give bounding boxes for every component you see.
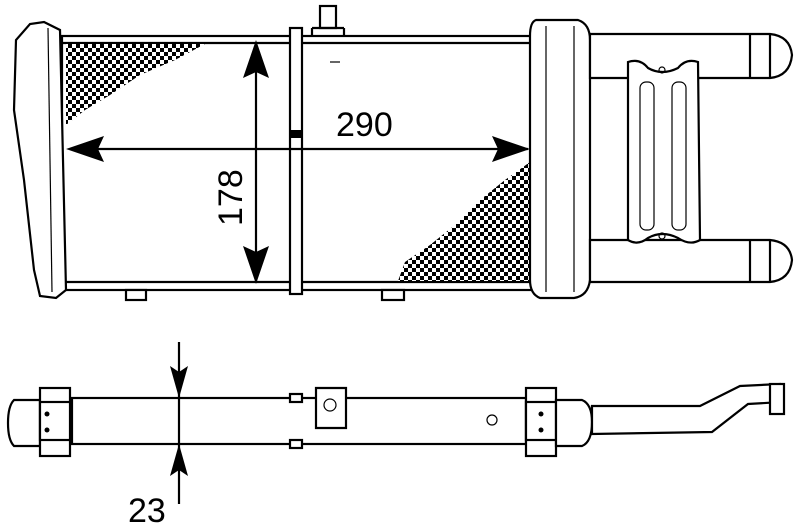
right-tank (528, 18, 592, 300)
side-core (70, 396, 528, 446)
fin-pattern-top-left (66, 44, 205, 125)
lower-pipe (588, 238, 794, 284)
left-tank (12, 20, 68, 300)
filler-lug (314, 386, 348, 430)
mounting-bracket (626, 59, 702, 244)
dimension-width-label: 290 (336, 106, 393, 144)
dimension-depth-label: 23 (128, 492, 166, 530)
fin-pattern-bottom-right (398, 162, 530, 281)
center-strut (288, 26, 304, 296)
side-view (6, 342, 786, 504)
front-view (12, 4, 794, 302)
dimension-height-label: 178 (212, 169, 250, 226)
filler-neck (318, 4, 338, 30)
side-pipe (590, 382, 784, 436)
